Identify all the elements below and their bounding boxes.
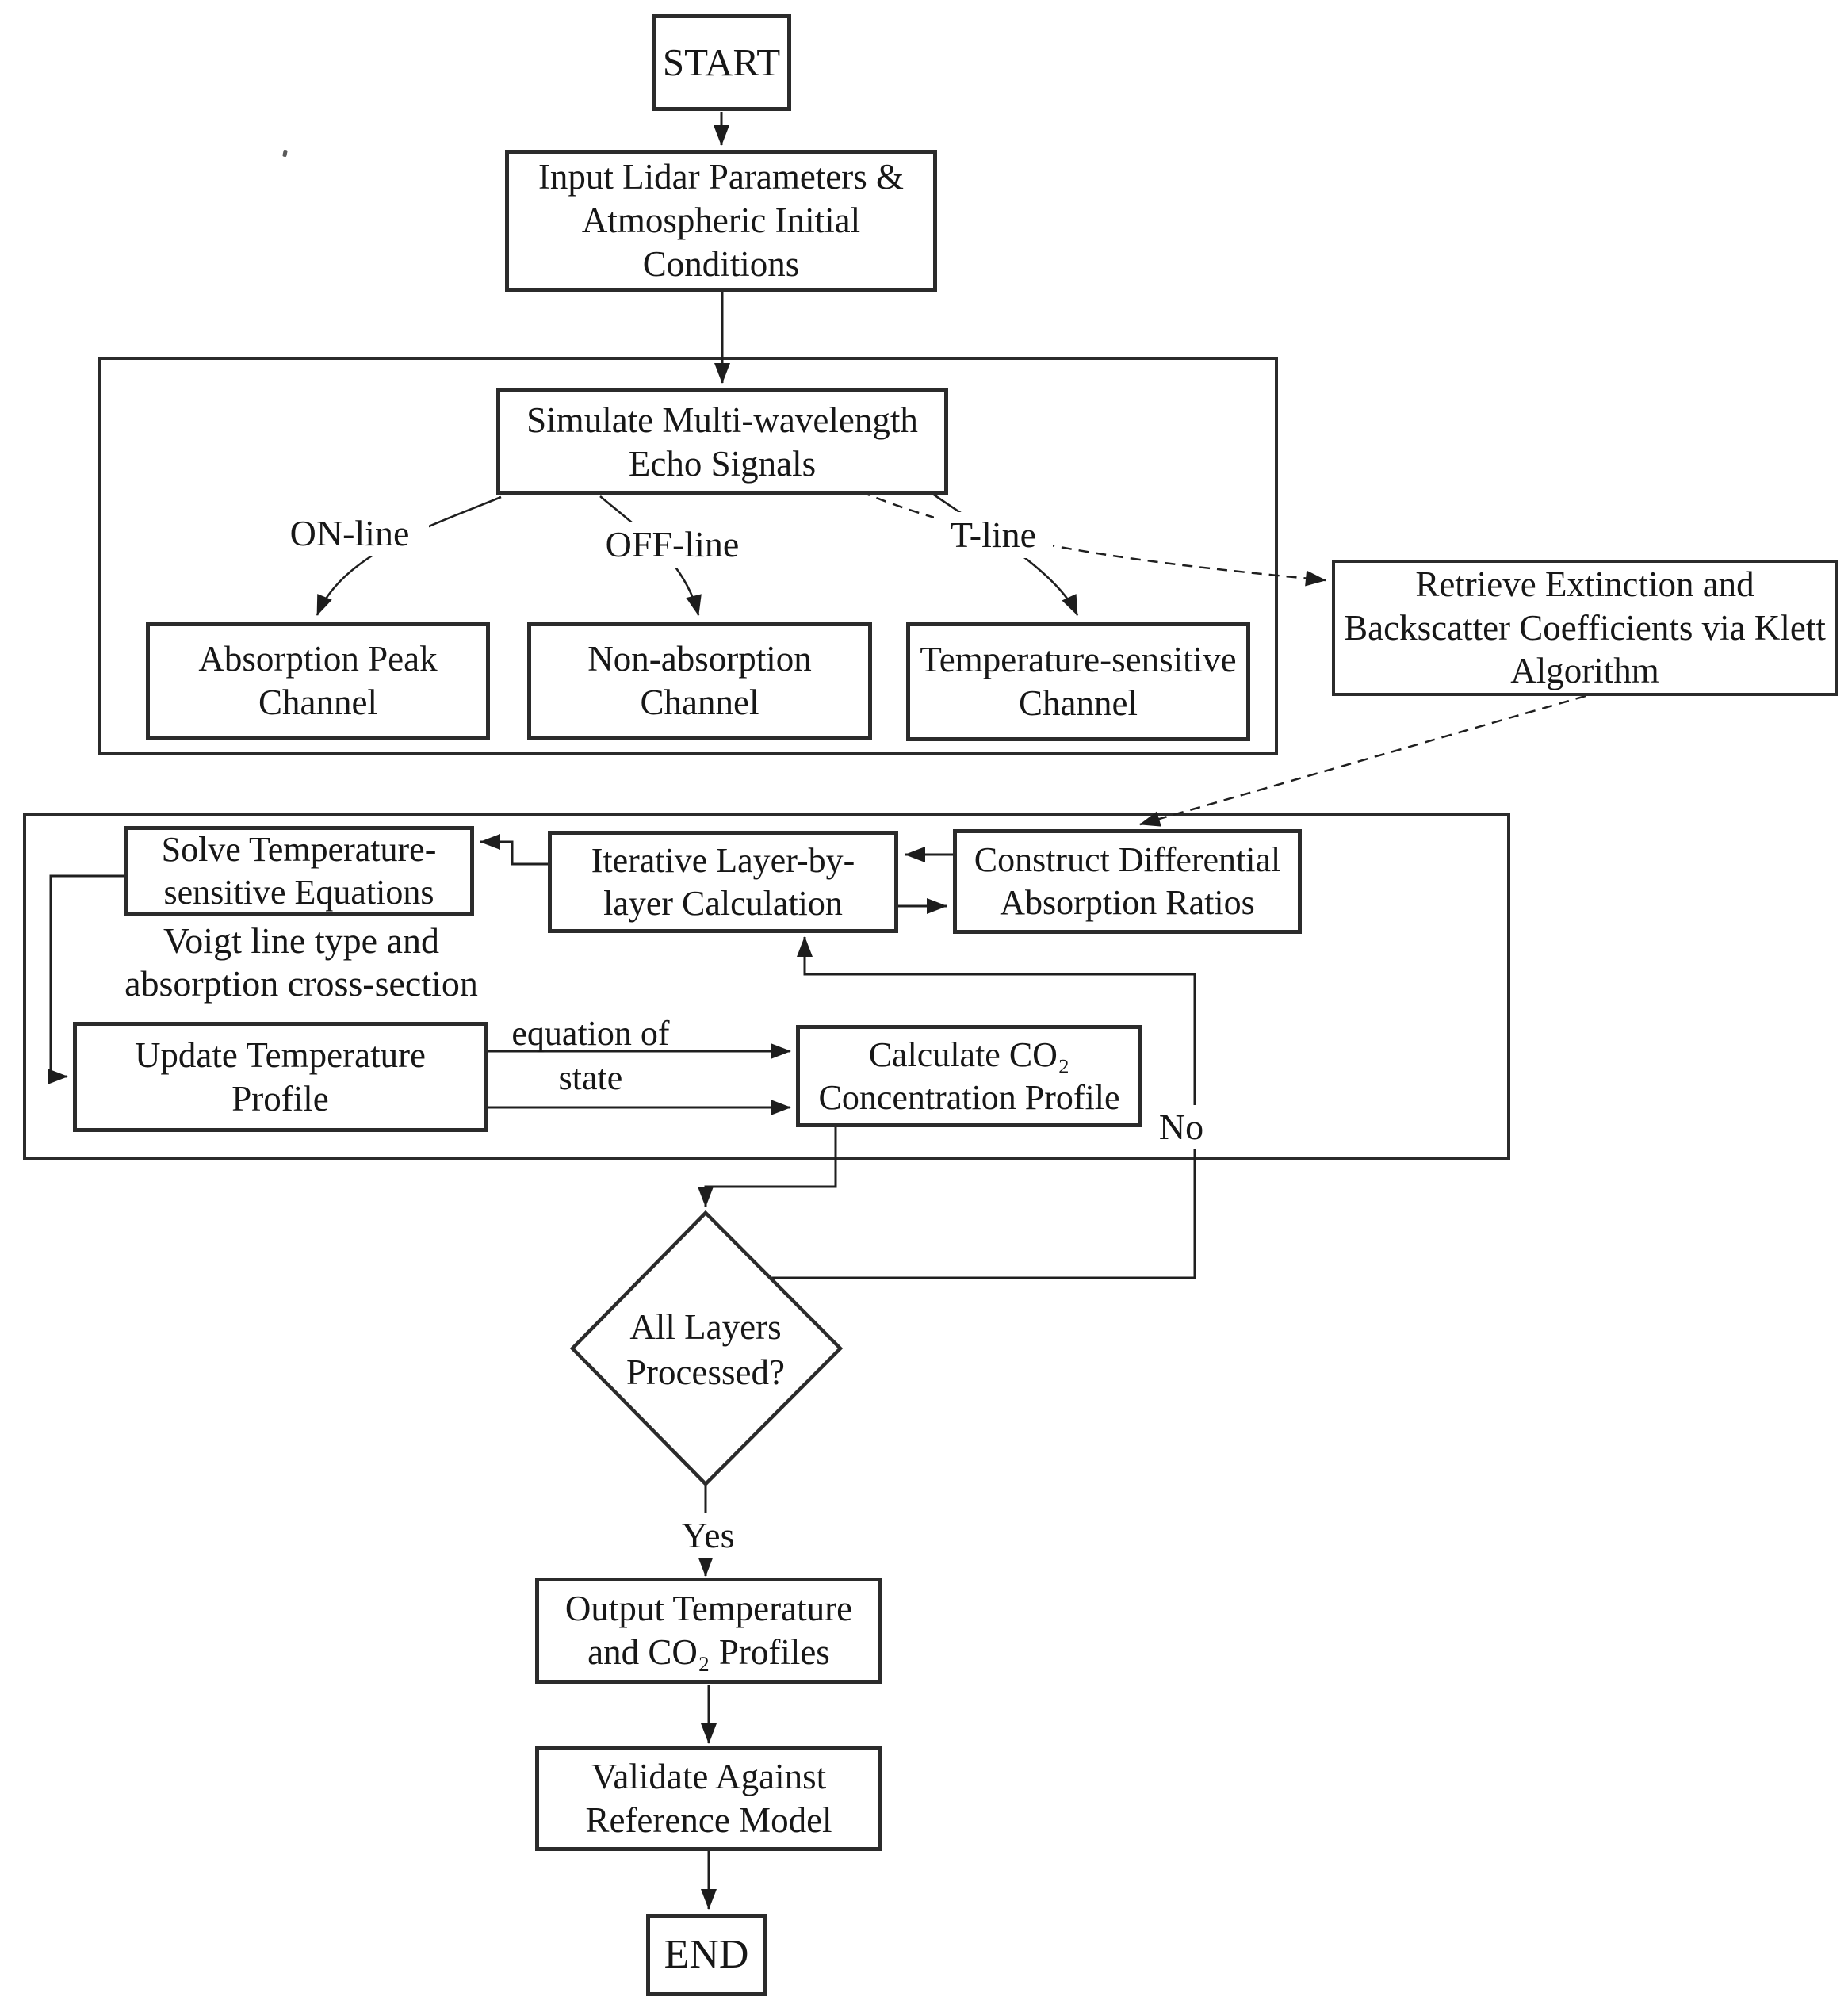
non-absorption-channel-label: Non-absorption Channel xyxy=(587,639,812,722)
input-parameters-node: Input Lidar Parameters & Atmospheric Ini… xyxy=(505,150,937,292)
on-line-edge-label: ON-line xyxy=(270,511,429,556)
klett-retrieval-node: Retrieve Extinction and Backscatter Coef… xyxy=(1332,560,1838,696)
update-temperature-node: Update Temperature Profile xyxy=(73,1022,488,1132)
signal-simulation-group-frame xyxy=(98,357,1278,755)
yes-edge-label: Yes xyxy=(670,1513,746,1558)
start-node: START xyxy=(652,14,791,111)
yes-text: Yes xyxy=(681,1514,735,1555)
simulate-echo-node: Simulate Multi-wavelength Echo Signals xyxy=(496,388,948,495)
end-node-label: END xyxy=(664,1932,749,1978)
iterative-calculation-node: Iterative Layer-by-layer Calculation xyxy=(548,831,898,933)
temperature-sensitive-channel-node: Temperature-sensitive Channel xyxy=(906,622,1250,741)
non-absorption-channel-node: Non-absorption Channel xyxy=(527,622,872,740)
no-edge-label: No xyxy=(1151,1105,1211,1149)
edge-decision-no-feedback xyxy=(771,936,1196,1279)
solve-equations-node: Solve Temperature-sensitive Equations xyxy=(124,826,474,916)
edge-klett-to-construct xyxy=(1139,694,1586,827)
update-temperature-label: Update Temperature Profile xyxy=(134,1035,427,1119)
no-text: No xyxy=(1158,1106,1204,1147)
on-line-text: ON-line xyxy=(289,512,410,553)
temperature-sensitive-channel-label: Temperature-sensitive Channel xyxy=(920,640,1237,723)
construct-ratios-label: Construct Differential Absorption Ratios xyxy=(974,840,1281,922)
edge-calculate-to-decision xyxy=(698,1127,837,1207)
off-line-edge-label: OFF-line xyxy=(585,522,759,568)
solve-equations-label: Solve Temperature-sensitive Equations xyxy=(161,830,437,912)
t-line-edge-label: T-line xyxy=(934,512,1053,558)
equation-of-state-text: equation of state xyxy=(511,1013,670,1097)
decision-diamond-shape xyxy=(569,1210,844,1487)
validate-model-label: Validate Against Reference Model xyxy=(585,1757,832,1840)
voigt-annotation: Voigt line type and absorption cross-sec… xyxy=(87,918,515,1007)
input-parameters-label: Input Lidar Parameters & Atmospheric Ini… xyxy=(538,157,905,284)
output-profiles-label: Output Temperature and CO₂ Profiles xyxy=(564,1589,853,1672)
klett-retrieval-label: Retrieve Extinction and Backscatter Coef… xyxy=(1344,564,1826,691)
off-line-text: OFF-line xyxy=(605,523,740,564)
voigt-annotation-text: Voigt line type and absorption cross-sec… xyxy=(124,920,478,1004)
calculate-co2-node: Calculate CO₂ Concentration Profile xyxy=(796,1025,1142,1127)
edge-simulate-to-klett xyxy=(859,490,1326,587)
decision-label: All Layers Processed? xyxy=(626,1307,785,1392)
end-node: END xyxy=(646,1914,767,1996)
start-node-label: START xyxy=(662,40,781,85)
construct-ratios-node: Construct Differential Absorption Ratios xyxy=(953,829,1302,934)
t-line-text: T-line xyxy=(950,514,1037,555)
edge-iterative-to-solve xyxy=(480,834,548,866)
absorption-peak-channel-node: Absorption Peak Channel xyxy=(146,622,490,740)
iterative-calculation-label: Iterative Layer-by-layer Calculation xyxy=(591,840,855,923)
decision-node: All Layers Processed? xyxy=(595,1284,817,1415)
simulate-echo-label: Simulate Multi-wavelength Echo Signals xyxy=(526,400,918,484)
absorption-peak-channel-label: Absorption Peak Channel xyxy=(198,639,438,722)
iteration-group-frame xyxy=(23,813,1510,1160)
output-profiles-node: Output Temperature and CO₂ Profiles xyxy=(535,1578,882,1684)
validate-model-node: Validate Against Reference Model xyxy=(535,1746,882,1851)
equation-of-state-edge-label: equation of state xyxy=(507,1012,674,1100)
calculate-co2-label: Calculate CO₂ Concentration Profile xyxy=(818,1035,1120,1117)
edge-solve-to-update xyxy=(48,874,124,1084)
